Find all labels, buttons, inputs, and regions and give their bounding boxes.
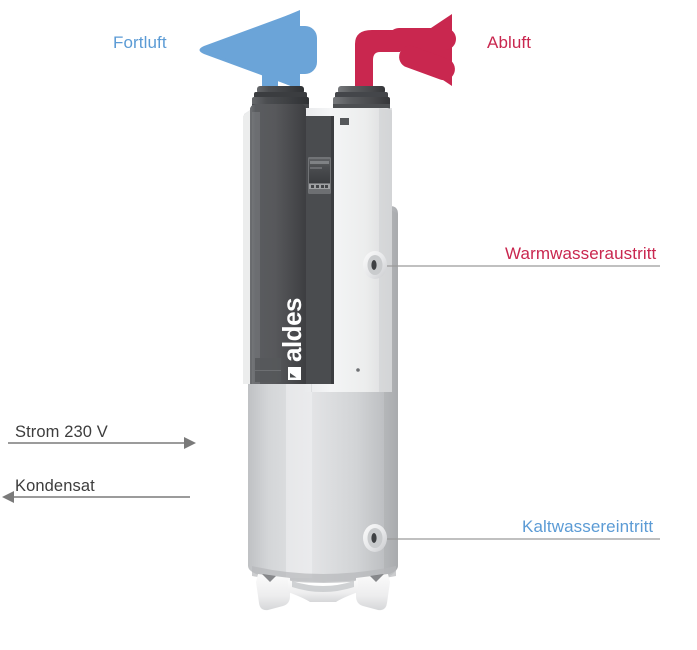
power-arrow-head xyxy=(184,437,196,449)
dark-front-left-rim xyxy=(243,110,250,384)
base-foot-left xyxy=(256,574,290,611)
label-warmwasseraustritt: Warmwasseraustritt xyxy=(505,244,657,263)
white-front-dot-icon xyxy=(356,368,360,372)
abluft-elbow xyxy=(355,30,400,96)
upper-dark-module-front xyxy=(250,104,306,384)
label-kaltwassereintritt: Kaltwassereintritt xyxy=(522,517,654,536)
label-kondensat: Kondensat xyxy=(15,477,95,495)
label-fortluft: Fortluft xyxy=(113,33,167,52)
base-center-recess xyxy=(292,581,354,592)
fortluft-vertical xyxy=(262,30,278,100)
abluft-bar xyxy=(388,28,456,50)
abluft-bar2 xyxy=(399,45,455,81)
aldes-mark-front-icon xyxy=(340,118,349,125)
base-foot-right xyxy=(356,574,390,611)
cold-water-port xyxy=(363,524,387,552)
condensate-arrow-head xyxy=(2,491,14,503)
base-notch-left xyxy=(262,574,276,582)
dark-front-highlight xyxy=(252,112,260,384)
control-column-front-edge xyxy=(331,116,334,384)
aldes-logo-front: aldes xyxy=(277,298,307,380)
upper-white-front-shadow xyxy=(379,108,392,392)
lower-vent-line-icon xyxy=(255,370,281,371)
hot-water-port xyxy=(363,251,387,279)
control-display-front[interactable] xyxy=(308,157,331,194)
label-abluft: Abluft xyxy=(487,33,532,52)
label-strom-230v: Strom 230 V xyxy=(15,423,108,441)
base-notch-right xyxy=(370,574,384,582)
svg-text:aldes: aldes xyxy=(277,298,307,362)
right-air-collar xyxy=(333,86,390,109)
